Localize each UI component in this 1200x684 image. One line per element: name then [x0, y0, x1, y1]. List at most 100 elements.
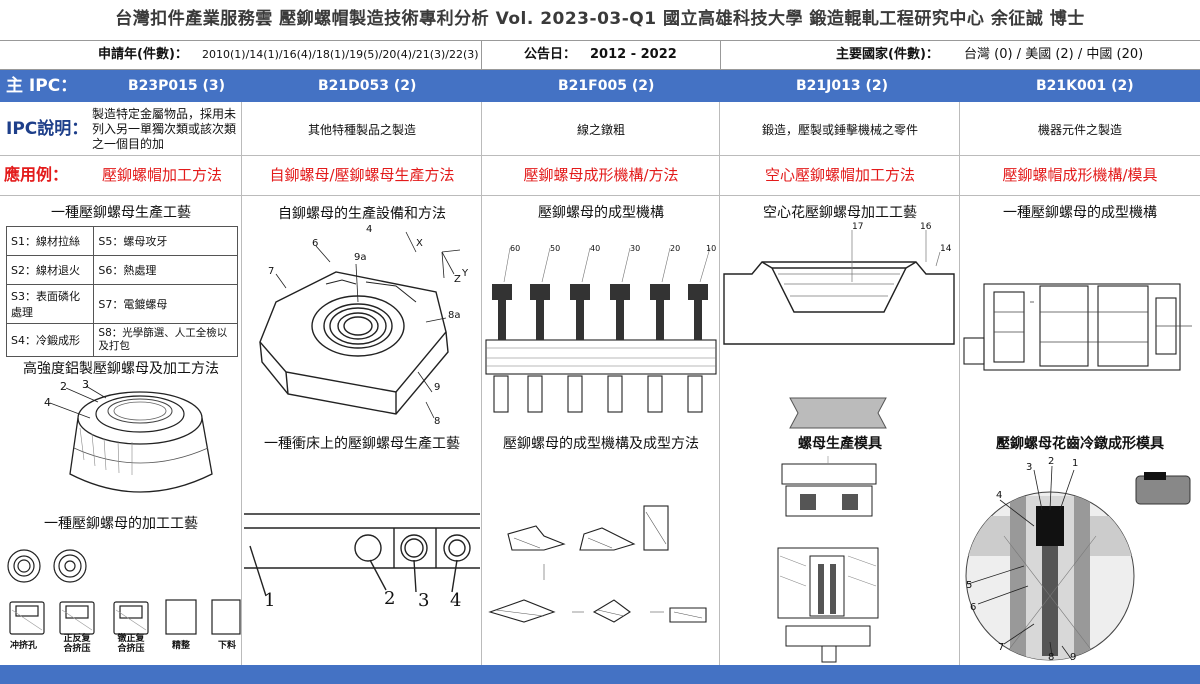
fig-label: 14 — [940, 244, 952, 254]
footer-bar — [0, 665, 1200, 684]
stage-label: 冲挤孔 — [10, 641, 38, 651]
col1-caption-2: 高強度鋁製壓鉚螺母及加工方法 — [23, 361, 219, 377]
ipc-desc-5: 機器元件之製造 — [1037, 122, 1122, 137]
forming-method-drawing — [484, 488, 718, 638]
application-value: 2010(1)/14(1)/16(4)/18(1)/19(5)/20(4)/21… — [202, 48, 479, 61]
fig-label: 9 — [434, 382, 441, 393]
columns — [0, 102, 1200, 674]
fig-label: 50 — [550, 244, 561, 253]
ipc-code-5: B21K001 (2) — [1036, 78, 1134, 94]
fig-label: 20 — [670, 244, 681, 253]
ipc-code-2: B21D053 (2) — [318, 78, 417, 94]
fig-label: 60 — [510, 244, 521, 253]
fig-label: 40 — [590, 244, 601, 253]
col1-caption-3: 一種壓鉚螺母的加工工藝 — [44, 516, 198, 532]
stage-label: 正反复合挤压 — [63, 634, 91, 654]
fig-label: 3 — [1026, 462, 1033, 473]
fig-label: 9a — [354, 252, 367, 263]
ipc-code-1: B23P015 (3) — [128, 78, 226, 94]
clinch-nut-mechanism-drawing — [960, 272, 1200, 382]
col5-caption-1: 一種壓鉚螺母的成型機構 — [1003, 205, 1157, 221]
stage-label: 下料 — [218, 641, 237, 651]
application-5: 壓鉚螺帽成形機構/模具 — [1002, 166, 1158, 184]
stage-label: 精整 — [172, 641, 191, 651]
strip-label: 2 — [384, 588, 396, 609]
meta-row: 申請年(件數)： 2010(1)/14(1)/16(4)/18(1)/19(5)… — [0, 40, 1200, 70]
step-cell: S1：線材拉絲 — [5, 226, 95, 256]
step-cell: S7：電鍍螺母 — [93, 284, 238, 324]
page-title: 台灣扣件產業服務雲 壓鉚螺帽製造技術專利分析 Vol. 2023-03-Q1 國… — [115, 9, 1085, 29]
fig-label: 6 — [970, 602, 977, 613]
stage-label: 镦正复合挤压 — [117, 634, 145, 654]
country-label: 主要國家(件數)： — [836, 47, 939, 62]
fig-label: 6 — [312, 238, 319, 249]
step-cell: S8：光學篩選、人工全檢以及打包 — [93, 323, 238, 357]
col4-caption-2: 螺母生產模具 — [798, 436, 882, 452]
col5-caption-2: 壓鉚螺母花齒冷鐓成形模具 — [996, 436, 1164, 452]
ipc-bar: 主 IPC： B23P015 (3) B21D053 (2) B21F005 (… — [0, 70, 1200, 102]
application-3: 壓鉚螺母成形機構/方法 — [523, 166, 679, 184]
self-clinch-nut-drawing: 4 6 7 9a 8a 9 8 X Z Y — [246, 222, 478, 432]
axis-label: Z — [454, 274, 461, 285]
application-label: 應用例： — [4, 165, 69, 184]
pub-label: 公告日： — [524, 47, 577, 62]
ipc-desc-3: 線之鐓粗 — [576, 122, 625, 137]
fig-label: 8 — [434, 416, 441, 427]
strip-label: 4 — [450, 590, 462, 611]
step-cell: S6：熱處理 — [93, 255, 238, 285]
fig-label: 30 — [630, 244, 641, 253]
application-1: 壓鉚螺帽加工方法 — [101, 166, 222, 184]
ipc-desc-1: 製造特定金屬物品，採用未列入另一單獨次類或該次類之一個目的加 — [92, 106, 237, 151]
spline-heading-die-drawing: 1 2 3 4 5 6 7 8 9 — [964, 456, 1196, 664]
step-cell: S4：冷鍛成形 — [5, 323, 95, 357]
forming-mechanism-drawing: 60 50 40 30 20 10 — [484, 244, 718, 414]
fig-label: 7 — [998, 642, 1005, 653]
fig-label: 4 — [996, 490, 1003, 501]
strip-label: 1 — [264, 590, 276, 611]
process-steps-table: S1：線材拉絲 S5：螺母攻牙 S2：線材退火 S6：熱處理 S3：表面磷化處理… — [5, 226, 238, 357]
col3-caption-2: 壓鉚螺母的成型機構及成型方法 — [503, 436, 699, 452]
fig-label: 2 — [1048, 456, 1055, 467]
forming-stages-drawing: 冲挤孔 正反复合挤压 镦正复合挤压 精整 下料 — [2, 540, 242, 654]
col3-caption-1: 壓鉚螺母的成型機構 — [538, 205, 664, 221]
aluminum-nut-drawing: 4 2 3 — [40, 378, 230, 508]
step-cell: S3：表面磷化處理 — [5, 284, 95, 324]
pub-value: 2012 - 2022 — [590, 47, 677, 62]
fig-label: 8a — [448, 310, 461, 321]
ipc-desc-row: IPC說明： 製造特定金屬物品，採用未列入另一單獨次類或該次類之一個目的加 其他… — [0, 102, 1200, 156]
col2-caption-1: 自鉚螺母的生產設備和方法 — [278, 206, 446, 222]
punch-strip-drawing: 1 2 3 4 — [244, 510, 480, 620]
application-4: 空心壓鉚螺帽加工方法 — [764, 166, 915, 184]
fig-label: 4 — [366, 224, 373, 235]
strip-label: 3 — [418, 590, 430, 611]
country-value: 台灣 (0) / 美國 (2) / 中國 (20) — [964, 47, 1144, 62]
axis-label: Y — [462, 268, 469, 279]
application-label: 申請年(件數)： — [98, 47, 188, 62]
fig-label: 5 — [966, 580, 973, 591]
application-row: 應用例： 壓鉚螺帽加工方法 自鉚螺母/壓鉚螺母生產方法 壓鉚螺母成形機構/方法 … — [0, 156, 1200, 196]
col2-caption-2: 一種衝床上的壓鉚螺母生產工藝 — [264, 436, 460, 452]
hollow-nut-drawing: 17 16 14 — [722, 222, 958, 347]
col4-caption-1: 空心花壓鉚螺母加工工藝 — [763, 205, 917, 221]
ipc-desc-2: 其他特種製品之製造 — [307, 122, 416, 137]
fig-label: 10 — [706, 244, 717, 253]
application-2: 自鉚螺母/壓鉚螺母生產方法 — [269, 166, 455, 184]
fig-label: 4 — [44, 396, 51, 409]
col1-caption-1: 一種壓鉚螺母生產工藝 — [51, 205, 191, 221]
fig-label: 7 — [268, 266, 275, 277]
ipc-code-3: B21F005 (2) — [558, 78, 655, 94]
ipc-desc-label: IPC說明： — [6, 119, 89, 139]
fig-label: 17 — [852, 222, 864, 232]
axis-label: X — [416, 238, 423, 249]
billet-drawing — [788, 396, 888, 430]
fig-label: 16 — [920, 222, 932, 232]
ipc-code-4: B21J013 (2) — [796, 78, 888, 94]
step-cell: S5：螺母攻牙 — [93, 226, 238, 256]
nut-die-drawing — [766, 456, 886, 664]
fig-label: 3 — [82, 378, 89, 391]
ipc-desc-4: 鍛造，壓製或錘擊機械之零件 — [761, 122, 918, 137]
fig-label: 1 — [1072, 458, 1079, 469]
fig-label: 2 — [60, 380, 67, 393]
step-cell: S2：線材退火 — [5, 255, 95, 285]
